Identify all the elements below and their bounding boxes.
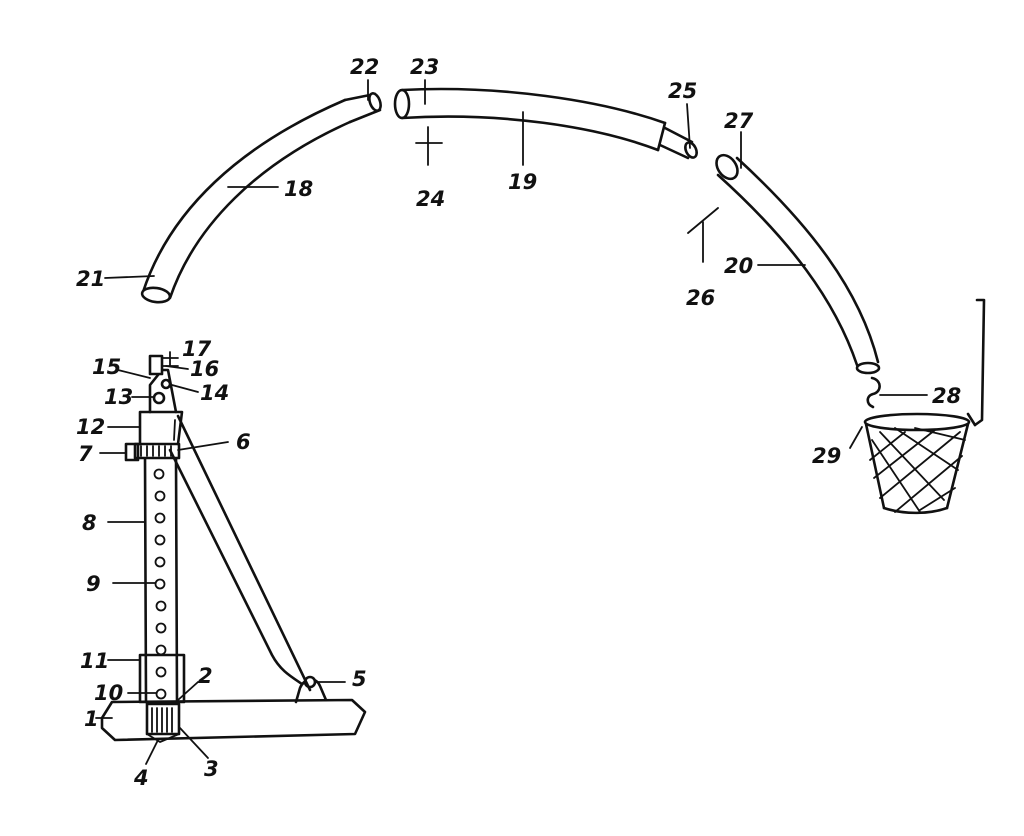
label-14: 14 (200, 381, 229, 405)
label-13: 13 (104, 385, 133, 409)
reference-numerals: 1 2 3 4 5 6 7 8 9 10 11 12 13 14 15 16 1… (76, 55, 961, 790)
label-5: 5 (352, 667, 367, 691)
label-23: 23 (410, 55, 439, 79)
upper-tube-12 (138, 410, 184, 446)
top-fitting-13-14 (148, 368, 178, 414)
label-10: 10 (94, 681, 123, 705)
arc-segment-19 (393, 87, 698, 160)
label-24: 24 (416, 187, 445, 211)
label-4: 4 (133, 766, 149, 790)
label-20: 20 (724, 254, 753, 278)
label-19: 19 (508, 170, 537, 194)
cross-section-mark-24 (415, 126, 443, 166)
label-25: 25 (668, 79, 697, 103)
label-7: 7 (78, 442, 93, 466)
leader-lines (95, 79, 928, 765)
label-28: 28 (932, 384, 961, 408)
label-17: 17 (182, 337, 212, 361)
label-11: 11 (80, 649, 109, 673)
label-27: 27 (724, 109, 754, 133)
label-8: 8 (82, 511, 97, 535)
clamp-7 (124, 442, 140, 462)
collar-6 (133, 442, 181, 460)
base-socket-2 (145, 702, 181, 743)
label-3: 3 (204, 757, 219, 781)
pin-15-16-17 (148, 351, 179, 376)
label-15: 15 (92, 355, 121, 379)
diagonal-brace (168, 414, 312, 692)
label-16: 16 (190, 357, 219, 381)
hook-28 (866, 376, 881, 409)
label-6: 6 (236, 430, 251, 454)
label-12: 12 (76, 415, 105, 439)
adjust-holes-9 (153, 468, 167, 700)
arc-segment-20 (715, 153, 881, 375)
label-21: 21 (76, 267, 105, 291)
basket-29 (863, 298, 986, 515)
cross-section-mark-26 (687, 207, 719, 263)
label-22: 22 (350, 55, 379, 79)
arc-segment-18 (140, 92, 382, 304)
label-18: 18 (284, 177, 313, 201)
sleeve-11 (138, 653, 186, 704)
label-2: 2 (198, 664, 213, 688)
label-29: 29 (812, 444, 841, 468)
label-26: 26 (686, 286, 715, 310)
base-1 (100, 698, 367, 742)
label-1: 1 (84, 707, 99, 731)
upright-pole-8 (143, 454, 179, 704)
label-9: 9 (86, 572, 101, 596)
